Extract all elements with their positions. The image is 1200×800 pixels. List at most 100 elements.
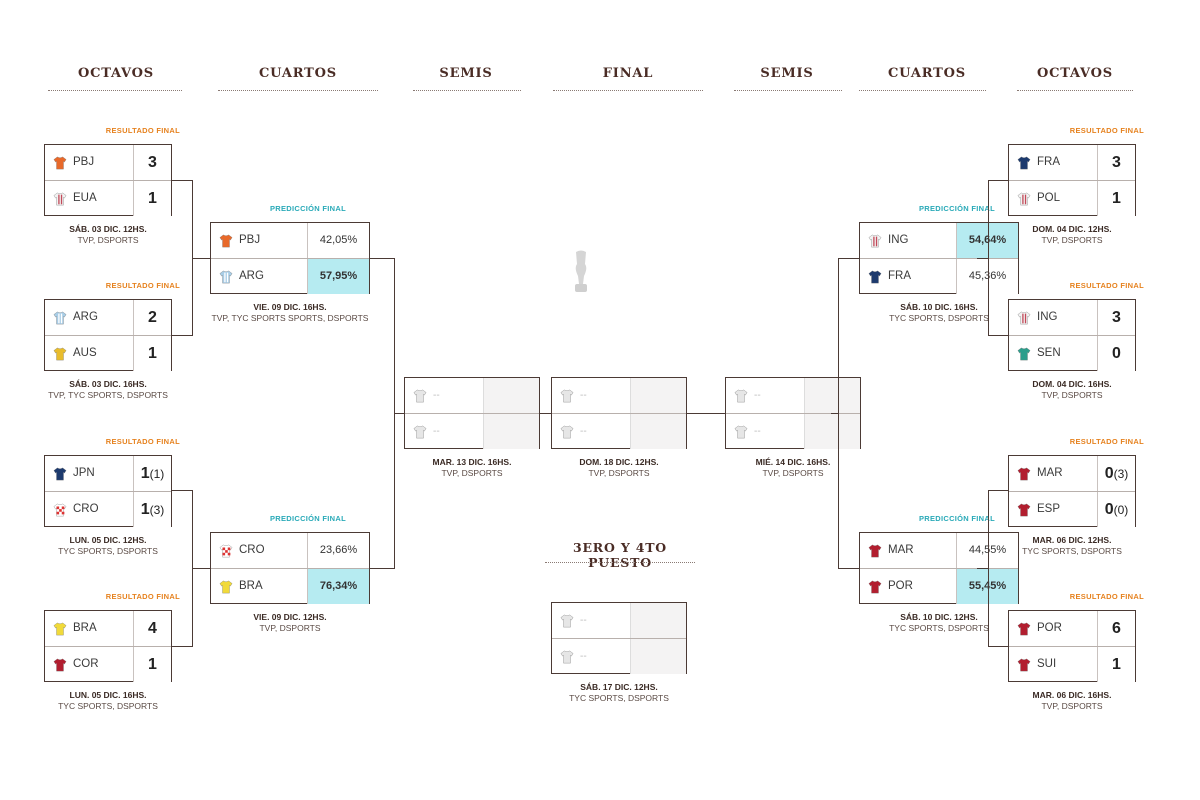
result-tag: RESULTADO FINAL: [105, 281, 180, 290]
team-name: AUS: [73, 347, 97, 359]
result-tag: RESULTADO FINAL: [1069, 592, 1144, 601]
score-value: 2: [148, 309, 157, 326]
match-date: SÁB. 10 DIC. 16HS.: [900, 302, 978, 312]
score-value: 3: [148, 154, 157, 171]
shirt-icon: [1017, 467, 1031, 481]
team-name: CRO: [73, 503, 99, 515]
shirt-icon: [219, 270, 233, 284]
team-name: ING: [1037, 311, 1058, 323]
shirt-icon: [413, 389, 427, 403]
team-row-pending[interactable]: --: [552, 378, 686, 414]
match-date: DOM. 04 DIC. 12HS.: [1032, 224, 1112, 234]
header-right-octavos: OCTAVOS: [1037, 66, 1113, 81]
win-probability: 45,36%: [956, 259, 1018, 294]
result-tag: RESULTADO FINAL: [1069, 281, 1144, 290]
match-info: MAR. 06 DIC. 16HS.TVP, DSPORTS: [972, 690, 1172, 712]
team-row-pending[interactable]: --: [726, 414, 860, 450]
score: 3: [1097, 145, 1135, 180]
header-left-semis: SEMIS: [439, 66, 493, 81]
team-row[interactable]: ING 3: [1009, 300, 1135, 336]
team-row[interactable]: FRA45,36%: [860, 259, 1018, 295]
penalty-score: (0): [1113, 503, 1129, 517]
bracket-line: [172, 180, 192, 181]
team-row[interactable]: MAR44,55%: [860, 533, 1018, 569]
match-card-pending[interactable]: -- --: [551, 602, 687, 674]
match-card-pending[interactable]: ----: [404, 377, 540, 449]
prediction-tag: PREDICCIÓN FINAL: [918, 514, 995, 523]
penalty-score: (3): [1113, 467, 1129, 481]
team-row-pending[interactable]: --: [552, 639, 686, 675]
team-row-pending[interactable]: --: [552, 603, 686, 639]
score-value: 3: [1112, 309, 1121, 326]
result-tag: RESULTADO FINAL: [1069, 437, 1144, 446]
prediction-tag: PREDICCIÓN FINAL: [269, 204, 346, 213]
bracket-line: [192, 258, 210, 259]
header-underline: [48, 90, 182, 91]
win-probability: 57,95%: [307, 259, 369, 294]
shirt-icon: [53, 156, 67, 170]
score: 0(3): [1097, 456, 1135, 491]
team-placeholder: --: [580, 390, 587, 401]
header-underline: [553, 90, 703, 91]
team-row-pending[interactable]: --: [552, 414, 686, 450]
header-right-cuartos: CUARTOS: [888, 66, 966, 81]
match-info: SÁB. 17 DIC. 12HS.TYC SPORTS, DSPORTS: [519, 682, 719, 704]
match-info: MIÉ. 14 DIC. 16HS.TVP, DSPORTS: [693, 457, 893, 479]
team-row-pending[interactable]: --: [726, 378, 860, 414]
shirt-icon: [1017, 503, 1031, 517]
team-name: POR: [1037, 622, 1062, 634]
penalty-score: (1): [149, 467, 165, 481]
shirt-icon: [560, 425, 574, 439]
shirt-icon: [53, 347, 67, 361]
match-channels: TVP, DSPORTS: [1041, 235, 1103, 245]
score-value: 0: [1112, 345, 1121, 362]
shirt-icon: [868, 544, 882, 558]
bracket-line: [988, 335, 1008, 336]
match-info: MAR. 06 DIC. 12HS.TYC SPORTS, DSPORTS: [972, 535, 1172, 557]
match-card[interactable]: ING54,64%FRA45,36%: [859, 222, 1019, 294]
match-card-pending[interactable]: -- --: [551, 377, 687, 449]
bracket-line: [988, 646, 1008, 647]
match-card-pending[interactable]: ----: [725, 377, 861, 449]
team-row-pending[interactable]: --: [405, 378, 539, 414]
team-row-pending[interactable]: --: [405, 414, 539, 450]
team-placeholder: --: [580, 615, 587, 626]
shirt-icon: [868, 270, 882, 284]
team-row[interactable]: ING54,64%: [860, 223, 1018, 259]
shirt-icon: [1017, 347, 1031, 361]
score: 1: [133, 647, 171, 682]
match-card[interactable]: MAR44,55%POR55,45%: [859, 532, 1019, 604]
team-row[interactable]: POR55,45%: [860, 569, 1018, 605]
bracket-line: [831, 413, 839, 414]
bracket-line: [977, 258, 988, 259]
